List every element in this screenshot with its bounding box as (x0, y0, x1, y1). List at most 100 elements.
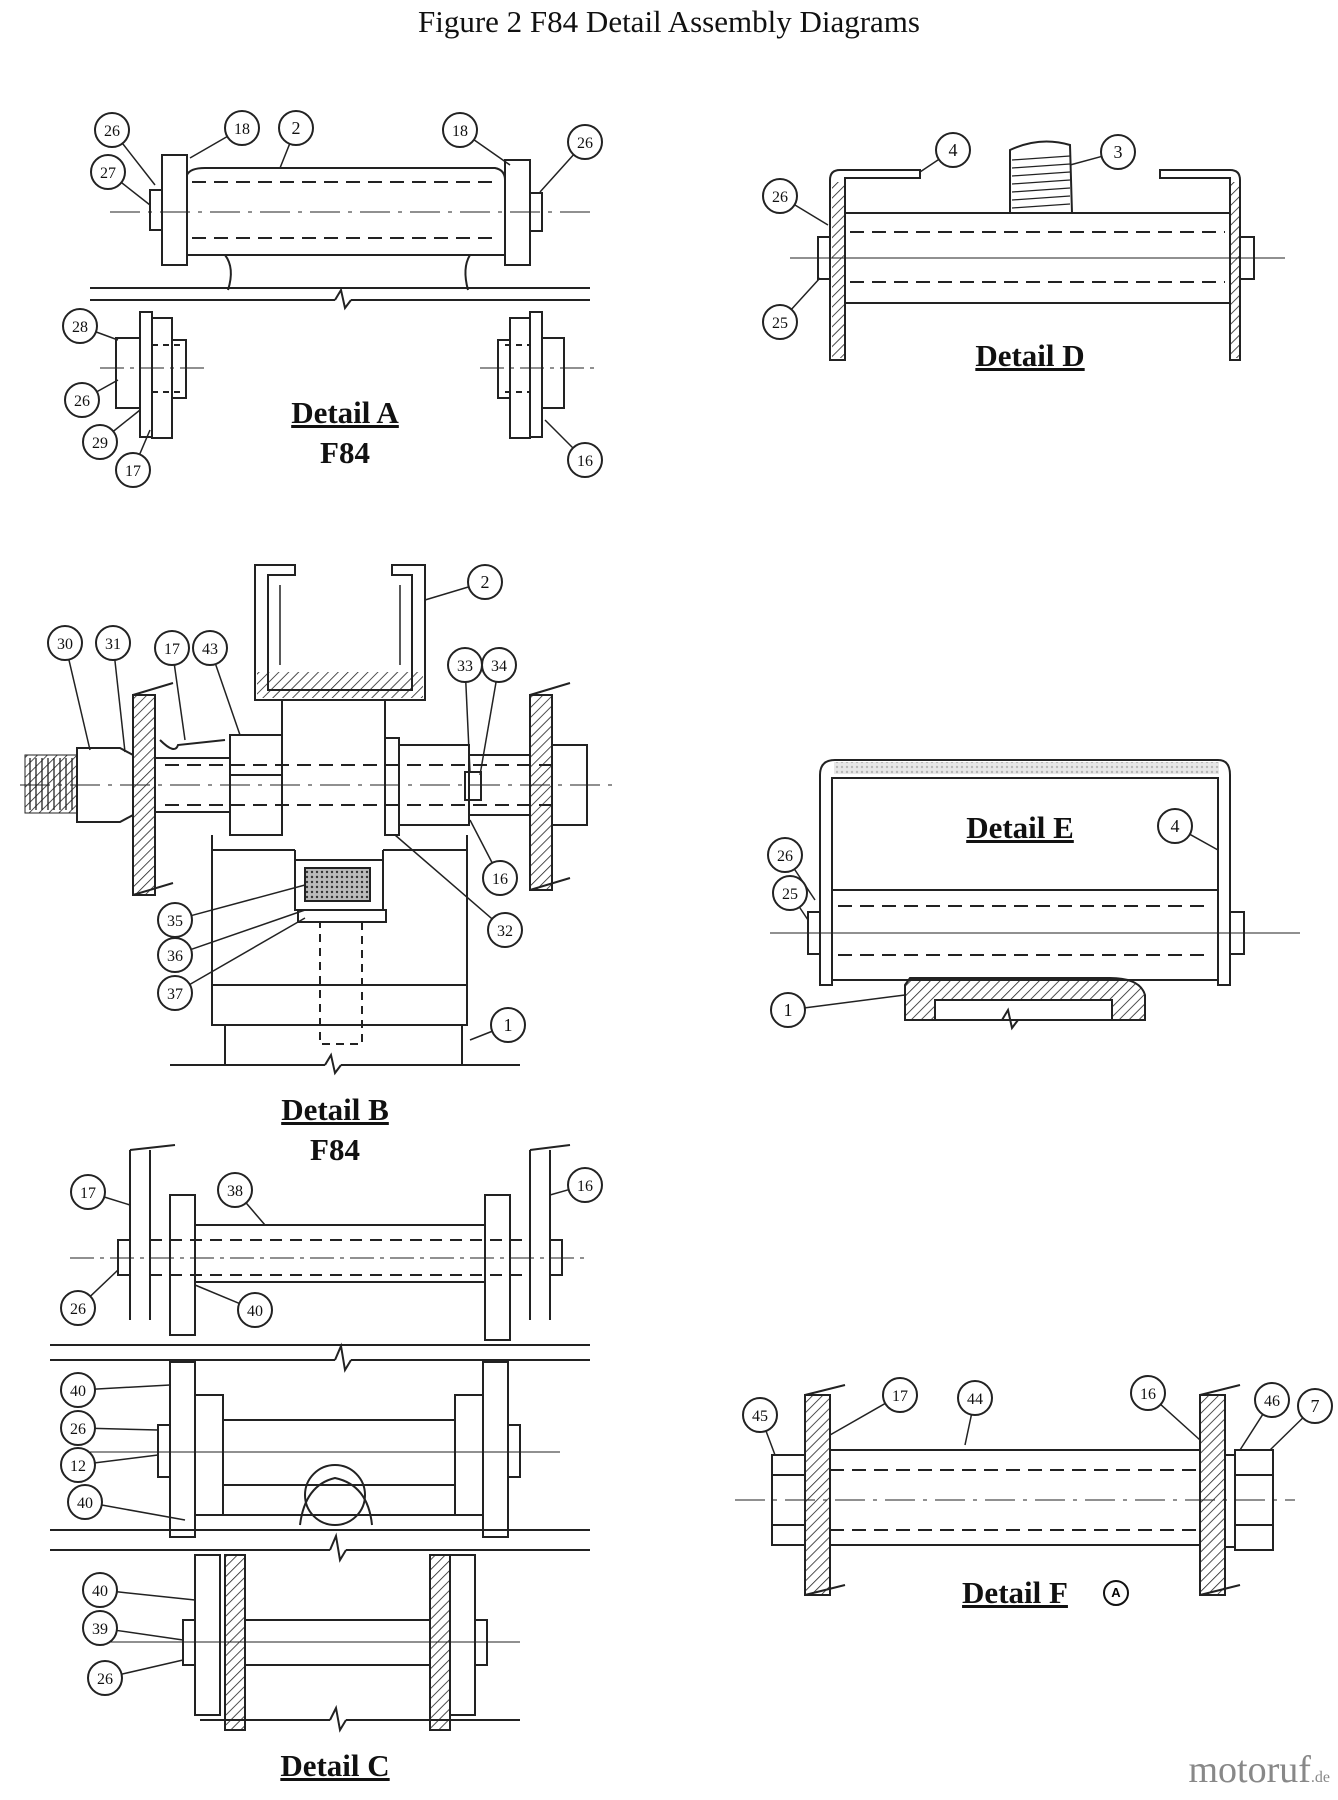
callout-number: 26 (70, 1301, 86, 1318)
detail-f-label: Detail F (962, 1575, 1068, 1610)
callout-number: 31 (105, 636, 121, 653)
callout-a-29: 29 (82, 409, 141, 460)
callout-circle (157, 975, 193, 1011)
callout-number: 25 (772, 315, 788, 332)
callout-number: 26 (772, 189, 788, 206)
callout-circle (60, 1372, 96, 1408)
callout-c-26: 26 (60, 1410, 159, 1446)
callout-leader (189, 917, 306, 986)
callout-c-12: 12 (60, 1447, 159, 1483)
callout-circle (762, 178, 798, 214)
callout-circle (935, 132, 971, 168)
callout-circle (762, 304, 798, 340)
callout-circle (567, 442, 603, 478)
callout-circle (157, 937, 193, 973)
callout-number: 34 (491, 658, 507, 675)
callout-number: 40 (70, 1383, 86, 1400)
callout-f-7: 7 (1269, 1388, 1333, 1451)
callout-b-32: 32 (394, 834, 523, 948)
callout-number: 4 (1171, 816, 1180, 836)
callout-f-44: 44 (957, 1380, 993, 1446)
callout-e-1: 1 (770, 992, 906, 1028)
callout-leader (394, 834, 493, 920)
callout-leader (539, 154, 575, 193)
callout-a-28: 28 (62, 308, 119, 344)
callout-leader (549, 1188, 569, 1196)
callout-circle (490, 1007, 526, 1043)
callout-circle (237, 1292, 273, 1328)
callout-number: 12 (70, 1458, 86, 1475)
callout-leader (101, 1504, 186, 1521)
callout-f-17: 17 (829, 1377, 918, 1436)
callout-a-26: 26 (94, 112, 156, 186)
detail-e-drawing (770, 759, 1300, 1031)
detail-b-sub-label: F84 (310, 1132, 360, 1167)
callout-number: 7 (1311, 1396, 1320, 1416)
callout-leader (138, 429, 151, 455)
callout-a-26: 26 (539, 124, 603, 193)
callout-circle (60, 1447, 96, 1483)
callout-leader (94, 1427, 159, 1431)
callout-leader (279, 143, 291, 169)
callout-circle (770, 992, 806, 1028)
detail-a-drawing (90, 154, 600, 439)
watermark-ext: .de (1310, 1769, 1330, 1786)
callout-circle (217, 1172, 253, 1208)
callout-leader (94, 1454, 159, 1464)
callout-e-25: 25 (772, 875, 809, 921)
callout-leader (95, 331, 119, 341)
callout-number: 3 (1114, 142, 1123, 162)
callout-b-35: 35 (157, 884, 306, 938)
callout-leader (544, 419, 574, 449)
callout-c-40: 40 (82, 1572, 196, 1608)
callout-leader (94, 1384, 171, 1390)
callout-circle (567, 124, 603, 160)
callout-leader (465, 681, 471, 773)
detail-d-label: Detail D (975, 338, 1085, 373)
callout-number: 30 (57, 636, 73, 653)
callout-c-40: 40 (194, 1284, 273, 1328)
callout-leader (96, 379, 119, 393)
callout-b-37: 37 (157, 917, 306, 1011)
callout-a-26: 26 (64, 379, 119, 418)
callout-number: 2 (481, 572, 490, 592)
detail-b-drawing (20, 564, 615, 1076)
callout-number: 16 (1140, 1386, 1156, 1403)
callout-number: 17 (125, 463, 141, 480)
callout-leader (116, 1591, 196, 1601)
callout-b-17: 17 (154, 630, 190, 741)
figure-title: Figure 2 F84 Detail Assembly Diagrams (418, 4, 920, 39)
callout-number: 26 (97, 1671, 113, 1688)
callout-circle (192, 630, 228, 666)
detail-c-drawing (50, 1144, 590, 1733)
callout-circle (482, 860, 518, 896)
callout-number: 26 (74, 393, 90, 410)
callout-circle (94, 112, 130, 148)
callout-a-18: 18 (442, 112, 511, 166)
callout-d-26: 26 (762, 178, 829, 226)
callout-circle (567, 1167, 603, 1203)
callout-number: 16 (492, 871, 508, 888)
callout-leader (1269, 1417, 1304, 1451)
callout-number: 2 (292, 118, 301, 138)
callout-a-18: 18 (189, 110, 260, 159)
callout-c-26: 26 (60, 1269, 119, 1326)
callout-circle (1297, 1388, 1333, 1424)
callout-leader (121, 1659, 184, 1675)
callout-number: 43 (202, 641, 218, 658)
detail-b-label: Detail B (281, 1092, 389, 1127)
detail-f-mark-text: A (1111, 1585, 1121, 1600)
callout-b-33: 33 (447, 647, 483, 773)
callout-leader (190, 909, 306, 951)
callout-leader (189, 135, 228, 159)
callout-circle (95, 625, 131, 661)
callout-leader (1160, 1403, 1201, 1441)
callout-number: 36 (167, 948, 183, 965)
callout-leader (191, 884, 306, 917)
callout-f-46: 46 (1239, 1382, 1290, 1451)
callout-leader (214, 663, 241, 736)
callout-circle (64, 382, 100, 418)
callout-number: 40 (77, 1495, 93, 1512)
callout-number: 38 (227, 1183, 243, 1200)
